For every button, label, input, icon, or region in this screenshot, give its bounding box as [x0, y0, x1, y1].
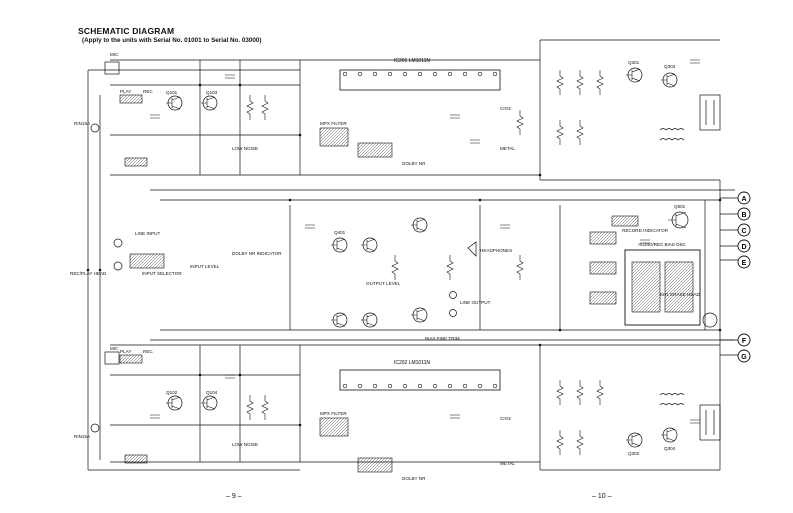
transistor-q601: [702, 312, 718, 328]
ic202-block: IC202 LM1011N: [339, 360, 501, 391]
mpx-filter-bottom-label: MPX FILTER: [320, 411, 347, 416]
wiring: [87, 39, 738, 471]
terminal-f: F: [737, 333, 751, 347]
q401-label: Q401: [334, 230, 346, 235]
tape-switch-3: [589, 291, 617, 305]
low-noise-top-label: LOW NOISE: [232, 146, 258, 151]
input-selector-label: INPUT SELECTOR: [142, 271, 182, 276]
terminal-g: G: [737, 349, 751, 363]
q104-label: Q104: [206, 390, 218, 395]
mpx-switch-bottom: [319, 417, 349, 437]
terminal-a: A: [737, 191, 751, 205]
page-number-left: – 9 –: [226, 493, 242, 500]
headphones-label: HEADPHONES: [480, 248, 512, 253]
terminal-d-label: D: [741, 244, 746, 251]
page-title: SCHEMATIC DIAGRAM: [78, 26, 175, 36]
mpx-switch-top: [319, 127, 349, 147]
q301-label: Q301: [628, 60, 640, 65]
line-input-jack-1: [113, 238, 123, 248]
ic201-block: IC201 LM1011N: [339, 58, 501, 91]
dolby-bottom-label: DOLBY NR: [402, 476, 426, 481]
bias-osc-block: AUDIO/REC BIAS OSC: [624, 242, 701, 326]
q303-label: Q303: [664, 64, 676, 69]
jack-r-label: RIN15A: [74, 121, 91, 126]
terminals: A B C D E F G: [737, 191, 751, 363]
q102-label: Q102: [166, 390, 178, 395]
line-input-label: LINE INPUT: [135, 231, 160, 236]
play-rec-switch-bottom-2: [124, 454, 148, 464]
input-level-label: INPUT LEVEL: [190, 264, 220, 269]
play-rec-switch-top-2: [124, 157, 148, 167]
ic201-label: IC201 LM1011N: [394, 58, 430, 64]
bias-osc-label: AUDIO/REC BIAS OSC: [638, 242, 686, 247]
line-output-jack-2: [449, 309, 457, 317]
output-level-label: OUTPUT LEVEL: [366, 281, 401, 286]
jacks: [90, 61, 477, 433]
input-selector-switch: [129, 253, 165, 269]
component-detail: [150, 59, 700, 455]
page-subtitle: (Apply to the units with Serial No. 0100…: [82, 37, 262, 44]
dolby-switch-bottom: [357, 457, 393, 473]
mic-label-top: MIC: [110, 52, 119, 57]
erase-head-label: EH1 ERASE HEAD: [660, 292, 701, 297]
coils: [659, 94, 721, 441]
labels: LINE INPUT INPUT SELECTOR INPUT LEVEL RE…: [70, 52, 701, 481]
jack-r: [90, 123, 100, 133]
switch-blocks: [119, 94, 639, 473]
dolby-indicator-label: DOLBY NR INDICATOR: [232, 251, 282, 256]
rec-indicator-label: RECORD INDICATOR: [622, 228, 669, 233]
terminal-c: C: [737, 223, 751, 237]
play-rec-switch-bottom: [119, 354, 143, 364]
q501-label: Q501: [674, 204, 686, 209]
jack-l: [90, 423, 100, 433]
terminal-e: E: [737, 255, 751, 269]
dolby-top-label: DOLBY NR: [402, 161, 426, 166]
junction-dots: [86, 83, 722, 427]
dolby-switch-top: [357, 142, 393, 158]
play-label-bottom: PLAY: [120, 349, 131, 354]
rec-label-top: REC: [143, 89, 153, 94]
play-label-top: PLAY: [120, 89, 131, 94]
line-input-jack-2: [113, 261, 123, 271]
metal-bottom-label: METAL: [500, 461, 515, 466]
head-top: [104, 61, 120, 75]
terminal-d: D: [737, 239, 751, 253]
line-output-label: LINE OUTPUT: [460, 300, 491, 305]
cro2-top-label: CrO2: [500, 106, 511, 111]
terminal-c-label: C: [741, 228, 746, 235]
q101-label: Q101: [166, 90, 178, 95]
terminal-a-label: A: [741, 196, 746, 203]
jack-l-label: RIN15A: [74, 434, 91, 439]
q302-label: Q302: [628, 451, 640, 456]
terminal-f-label: F: [742, 338, 747, 345]
head-bottom: [104, 351, 120, 365]
ic202-label: IC202 LM1011N: [394, 360, 430, 366]
metal-top-label: METAL: [500, 146, 515, 151]
cro2-bottom-label: CrO2: [500, 416, 511, 421]
terminal-e-label: E: [742, 260, 747, 267]
line-output-jack-1: [449, 291, 457, 299]
rec-label-bottom: REC: [143, 349, 153, 354]
mic-label-bottom: MIC: [110, 346, 119, 351]
rec-play-head-label: REC/PLAY HEAD: [70, 271, 107, 276]
page-number-right: – 10 –: [592, 493, 612, 500]
bias-fine-trim-label: BIAS FINE TRIM: [425, 336, 460, 341]
low-noise-bottom-label: LOW NOISE: [232, 442, 258, 447]
play-rec-switch-top: [119, 94, 143, 104]
tape-switch-1: [589, 231, 617, 245]
terminal-g-label: G: [741, 354, 747, 361]
play-rec-switch-mid: [611, 215, 639, 227]
q103-label: Q103: [206, 90, 218, 95]
terminal-b-label: B: [741, 212, 746, 219]
tape-switch-2: [589, 261, 617, 275]
q304-label: Q304: [664, 446, 676, 451]
terminal-b: B: [737, 207, 751, 221]
mpx-filter-top-label: MPX FILTER: [320, 121, 347, 126]
